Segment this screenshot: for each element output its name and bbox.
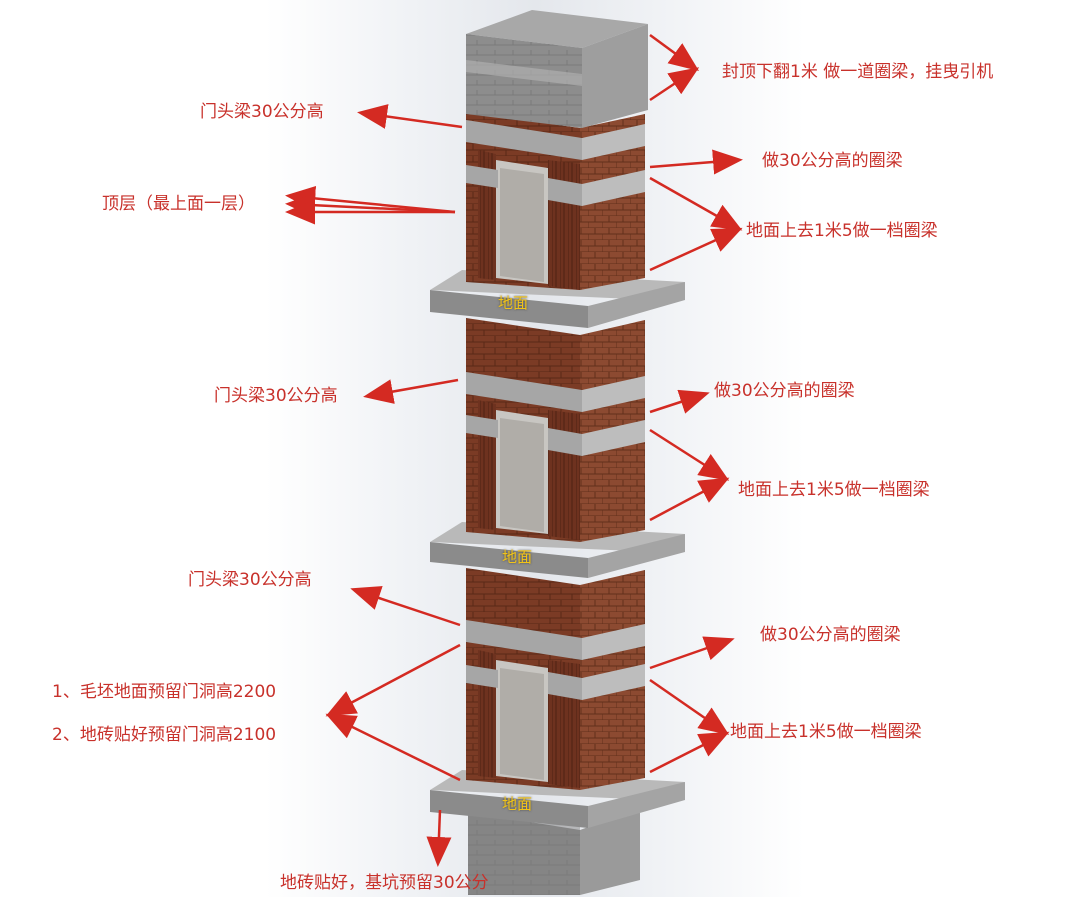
- label-door-note-tiled-floor: 2、地砖贴好预留门洞高2100: [52, 725, 277, 745]
- floor-label-top: 地面: [498, 294, 529, 312]
- label-ring-beam-30-middle: 做30公分高的圈梁: [714, 381, 855, 401]
- shaft-segment-lower: [466, 568, 645, 790]
- label-ring-beam-1m5-middle: 地面上去1米5做一档圈梁: [738, 480, 930, 500]
- annotation-arrows: [285, 33, 743, 867]
- label-ring-beam-30-lower: 做30公分高的圈梁: [760, 625, 901, 645]
- label-ring-beam-30-upper: 做30公分高的圈梁: [762, 151, 903, 171]
- label-top-floor: 顶层（最上面一层）: [102, 194, 255, 214]
- shaft-segment-upper: [466, 112, 645, 290]
- label-door-note-rough-floor: 1、毛坯地面预留门洞高2200: [52, 682, 277, 702]
- floor-label-middle: 地面: [502, 548, 533, 566]
- label-pit-note: 地砖贴好，基坑预留30公分: [280, 873, 489, 893]
- label-door-beam-middle: 门头梁30公分高: [214, 386, 338, 406]
- label-top-seal: 封顶下翻1米 做一道圈梁，挂曳引机: [722, 62, 994, 82]
- label-ring-beam-1m5-lower: 地面上去1米5做一档圈梁: [730, 722, 922, 742]
- top-concrete-cap: [466, 10, 648, 128]
- pit-foundation: [468, 808, 640, 895]
- label-ring-beam-1m5-upper: 地面上去1米5做一档圈梁: [746, 221, 938, 241]
- label-door-beam-upper: 门头梁30公分高: [200, 102, 324, 122]
- shaft-segment-middle: [466, 318, 645, 542]
- label-door-beam-lower: 门头梁30公分高: [188, 570, 312, 590]
- floor-label-bottom: 地面: [502, 795, 533, 813]
